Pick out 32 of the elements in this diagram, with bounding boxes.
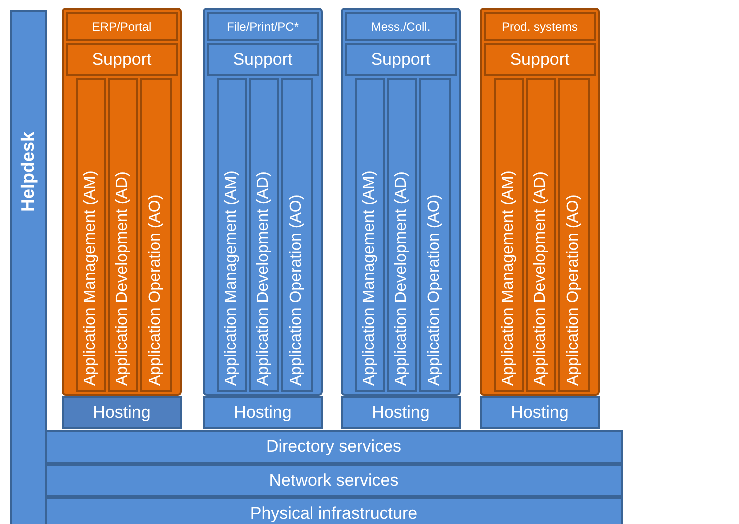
- application-bar: Application Management (AM): [76, 78, 106, 392]
- support-box: Support: [66, 43, 178, 76]
- application-bar: Application Management (AM): [494, 78, 524, 392]
- application-bar: Application Operation (AO): [558, 78, 590, 392]
- service-layer-band: Physical infrastructure: [45, 497, 623, 524]
- service-layer-band: Network services: [45, 464, 623, 497]
- application-bar: Application Operation (AO): [140, 78, 172, 392]
- hosting-box: Hosting: [341, 396, 461, 429]
- column-heading-box: File/Print/PC*: [207, 12, 319, 41]
- hosting-box: Hosting: [203, 396, 323, 429]
- service-layer-band: Directory services: [45, 430, 623, 464]
- application-bar: Application Development (AD): [249, 78, 279, 392]
- support-box: Support: [207, 43, 319, 76]
- service-column: [480, 8, 600, 396]
- support-box: Support: [345, 43, 457, 76]
- column-heading-box: ERP/Portal: [66, 12, 178, 41]
- hosting-box: Hosting: [480, 396, 600, 429]
- application-bar: Application Development (AD): [526, 78, 556, 392]
- application-bar: Application Operation (AO): [419, 78, 451, 392]
- application-bar: Application Development (AD): [387, 78, 417, 392]
- column-heading-box: Mess./Coll.: [345, 12, 457, 41]
- application-bar: Application Management (AM): [355, 78, 385, 392]
- service-column: [341, 8, 461, 396]
- column-heading-box: Prod. systems: [484, 12, 596, 41]
- application-bar: Application Operation (AO): [281, 78, 313, 392]
- service-column: [203, 8, 323, 396]
- hosting-box: Hosting: [62, 396, 182, 429]
- application-bar: Application Management (AM): [217, 78, 247, 392]
- application-bar: Application Development (AD): [108, 78, 138, 392]
- service-column: [62, 8, 182, 396]
- support-box: Support: [484, 43, 596, 76]
- helpdesk-bar: Helpdesk: [10, 10, 47, 524]
